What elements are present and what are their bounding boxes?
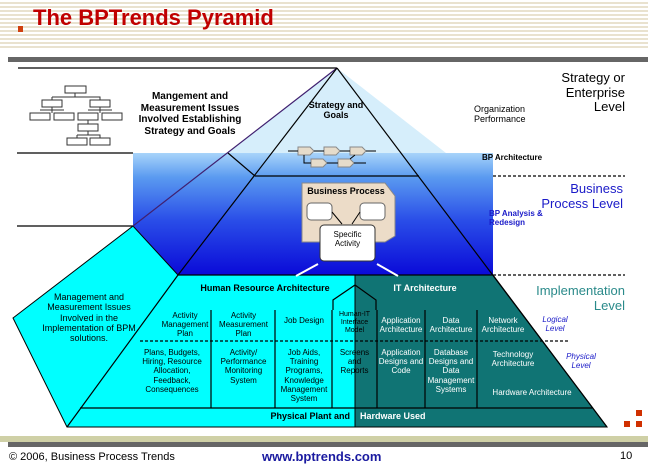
decor-square [636, 410, 642, 416]
header-band [0, 0, 648, 48]
copyright: © 2006, Business Process Trends [9, 451, 175, 463]
physical-cell: Hardware Architecture [492, 388, 572, 397]
process-flow-icon [288, 146, 376, 168]
specific-activity-label: Specific Activity [333, 230, 362, 249]
business-process-label: Business Process [307, 186, 385, 196]
page-title: The BPTrends Pyramid [33, 5, 274, 30]
physical-cell: Plans, Budgets, Hiring, Resource Allocat… [142, 348, 202, 394]
logical-cell: Data Architecture [429, 316, 473, 335]
specific-activity-box [319, 224, 376, 262]
logical-cell: Activity Measurement Plan [219, 311, 268, 339]
footer-band [0, 436, 648, 442]
physical-cell: Database Designs and Data Management Sys… [427, 348, 475, 394]
page-number: 10 [620, 450, 633, 462]
decor-square [624, 421, 630, 427]
logical-cell: Network Architecture [481, 316, 525, 335]
physical-cell: Application Designs and Code [378, 348, 424, 376]
physical-cell: Activity/ Performance Monitoring System [220, 348, 267, 385]
bp-level-label: Business Process Level [541, 181, 623, 211]
hr-architecture-header: Human Resource Architecture [200, 283, 330, 293]
white-arrows [295, 263, 399, 277]
logical-level-label: Logical Level [542, 315, 568, 334]
it-architecture-header: IT Architecture [393, 283, 457, 293]
strategy-goals-label: Strategy and Goals [308, 100, 364, 121]
org-chart-icon [29, 85, 123, 146]
decor-square [636, 421, 642, 427]
org-performance-label: Organization Performance [474, 104, 526, 125]
logical-cell: Application Architecture [379, 316, 423, 335]
strategy-level-label: Strategy or Enterprise Level [561, 70, 625, 115]
plant-label-right: Hardware Used [360, 411, 426, 421]
footer-divider [8, 442, 648, 447]
plant-label-left: Physical Plant and [270, 411, 350, 421]
physical-cell: Technology Architecture [491, 350, 535, 369]
physical-cell: Job Aids, Training Programs, Knowledge M… [280, 348, 328, 403]
mgmt-issues-text: Mangement and Measurement Issues Involve… [138, 91, 242, 137]
bp-analysis-label: BP Analysis & Redesign [489, 209, 543, 228]
website-link[interactable]: www.bptrends.com [262, 449, 382, 464]
physical-cell: Screens and Reports [339, 348, 370, 376]
physical-level-label: Physical Level [566, 352, 596, 371]
header-divider [8, 57, 648, 62]
title-bullet [18, 26, 23, 32]
left-issues-text: Management and Measurement Issues Involv… [42, 292, 136, 344]
logical-cell: Job Design [283, 316, 325, 325]
implementation-level-label: Implementation Level [536, 283, 625, 313]
logical-cell: Human-IT Interface Model [338, 311, 371, 335]
strategy-triangle [228, 68, 446, 153]
bp-architecture-label: BP Architecture [482, 153, 543, 162]
logical-cell: Activity Management Plan [161, 311, 209, 339]
